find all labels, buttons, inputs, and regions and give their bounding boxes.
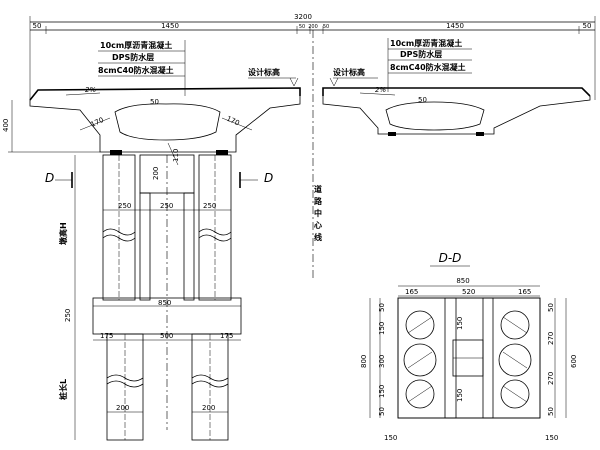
pier-height-label: 墩高H: [58, 222, 68, 245]
pile-dia-right: 200: [202, 404, 215, 412]
dd-bot-left: 150: [384, 434, 397, 442]
pile-length-label: 桩长L: [58, 379, 68, 400]
dim-left-edge: 50: [33, 22, 42, 30]
dd-left-v-2: 300: [378, 355, 386, 368]
section-left-mark: D: [45, 171, 54, 185]
dd-right-v-1: 270: [547, 332, 555, 345]
dim-center-right: 50: [323, 24, 329, 30]
dd-w-mid: 520: [462, 288, 475, 296]
dim-total: 3200: [294, 13, 312, 21]
dd-mid-mark-0: 150: [456, 317, 464, 330]
dim-center-gap: 200: [308, 24, 318, 30]
dd-left-v-1: 150: [378, 322, 386, 335]
dd-right-v-3: 50: [547, 407, 555, 416]
pile-cap: [92, 297, 242, 335]
left-deck-section: 10cm厚沥青混凝土 DPS防水层 8cmC40防水混凝土 设计标高 2% 17…: [2, 40, 301, 155]
col-dim-right: 250: [203, 202, 216, 210]
dim-center-left: 50: [299, 24, 305, 30]
pier-elevation: 200 110 D D 250 250 250 墩高H 850 25: [45, 142, 273, 441]
dim-right-span: 1450: [446, 22, 464, 30]
right-web-dim-left-deck: 170: [225, 115, 241, 128]
dd-left-v-4: 50: [378, 407, 386, 416]
right-layer-concrete: 8cmC40防水混凝土: [390, 62, 466, 72]
dd-right-v-2: 270: [547, 372, 555, 385]
right-deck-section: 10cm厚沥青混凝土 DPS防水层 8cmC40防水混凝土 设计标高 2% 50: [322, 38, 591, 136]
dd-w-left: 165: [405, 288, 418, 296]
road-center-label: 道路中心线: [313, 184, 323, 245]
dd-title: D-D: [439, 251, 462, 265]
right-design-elev: 设计标高: [333, 67, 365, 77]
pile-spacing-right: 175: [220, 332, 233, 340]
col-dim-mid: 250: [160, 202, 173, 210]
left-design-elev: 设计标高: [248, 67, 280, 77]
col-dim-left: 250: [118, 202, 131, 210]
dd-w-right: 165: [518, 288, 531, 296]
dd-total-width: 850: [456, 277, 469, 285]
dd-right-v-0: 50: [547, 303, 555, 312]
right-layer-asphalt: 10cm厚沥青混凝土: [390, 38, 462, 48]
dd-mid-mark-1: 150: [456, 389, 464, 402]
left-layer-asphalt: 10cm厚沥青混凝土: [100, 40, 172, 50]
dd-left-v-0: 50: [378, 303, 386, 312]
pile-dia-left: 200: [116, 404, 129, 412]
girder-height-dim: 400: [2, 119, 10, 132]
dim-left-span: 1450: [161, 22, 179, 30]
left-layer-concrete: 8cmC40防水混凝土: [98, 65, 174, 75]
dd-bot-right: 150: [545, 434, 558, 442]
right-small-rib: 50: [418, 96, 427, 104]
pile-spacing-mid: 500: [160, 332, 173, 340]
pier-cap-dim: 110: [172, 149, 180, 162]
pier-top-block-dim: 200: [152, 167, 160, 180]
left-layer-waterproof: DPS防水层: [112, 52, 154, 62]
left-small-rib: 50: [150, 98, 159, 106]
dim-right-edge: 50: [583, 22, 592, 30]
section-right-mark: D: [264, 171, 273, 185]
cap-width-dim: 850: [158, 299, 171, 307]
top-dimension-chain: 3200 50 1450 50 200 50 1450 50: [29, 13, 596, 100]
dd-total-height: 800: [360, 355, 368, 368]
left-web-dim: 170: [89, 116, 105, 129]
cap-thickness-dim: 250: [64, 309, 72, 322]
right-layer-waterproof: DPS防水层: [400, 49, 442, 59]
right-slope: 2%: [375, 86, 386, 94]
dd-right-total: 600: [570, 355, 578, 368]
dd-section: D-D 850 165 520 165 50 150 300: [360, 251, 578, 442]
dd-left-v-3: 150: [378, 385, 386, 398]
